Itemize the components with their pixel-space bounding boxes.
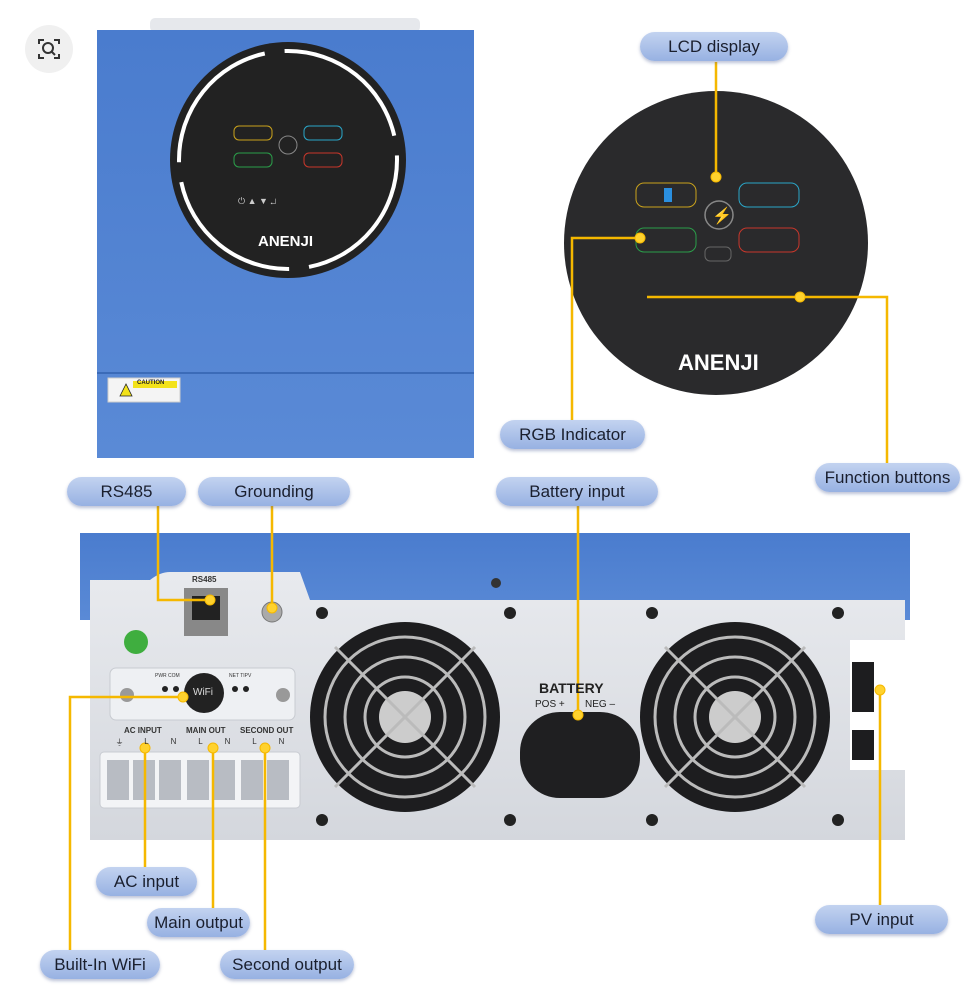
battery-label: BATTERY [539, 680, 604, 696]
front-panel: ⏻ ▲ ▼ ↵ [97, 18, 474, 458]
callout-lines [68, 62, 889, 950]
visual-search-button[interactable] [25, 25, 73, 73]
brand-logo-front: ANENJI [258, 233, 314, 250]
callout-pv-input: PV input [815, 905, 948, 934]
terminal-markings: ⏚ L N L N L N [106, 737, 300, 748]
terminal-second-n: N [278, 737, 285, 746]
ac-input-terminal-label: AC INPUT [124, 726, 162, 735]
sticker [124, 630, 148, 654]
callout-grounding: Grounding [198, 477, 350, 506]
terminal-ac-l: L [144, 737, 149, 746]
callout-rs485: RS485 [67, 477, 186, 506]
caution-text: CAUTION [137, 380, 165, 386]
wifi-module-label: WiFi [193, 687, 213, 698]
terminal-second-l: L [252, 737, 257, 746]
main-out-terminal-label: MAIN OUT [186, 726, 226, 735]
terminal-main-l: L [198, 737, 203, 746]
callout-rgb-indicator: RGB Indicator [500, 420, 645, 449]
callout-second-output: Second output [220, 950, 354, 979]
callout-ac-input: AC input [96, 867, 197, 896]
battery-neg-label: NEG – [585, 699, 616, 710]
terminal-main-n: N [224, 737, 231, 746]
callout-battery-input: Battery input [496, 477, 658, 506]
svg-text:⏻ ▲ ▼ ↵: ⏻ ▲ ▼ ↵ [238, 196, 277, 206]
callout-dots [139, 171, 886, 754]
fan-right [640, 622, 830, 812]
callout-built-in-wifi: Built-In WiFi [40, 950, 160, 979]
visual-search-icon [38, 39, 60, 59]
rs485-port-label: RS485 [192, 575, 217, 584]
fan-left [310, 622, 500, 812]
back-panel [80, 533, 910, 840]
battery-grommet [520, 712, 640, 798]
terminal-ac-n: N [170, 737, 177, 746]
bolt-icon: ⚡ [712, 206, 732, 225]
callout-main-output: Main output [147, 908, 250, 937]
lcd-closeup: ⚡ [564, 91, 868, 395]
brand-logo-lcd: ANENJI [678, 350, 759, 375]
terminal-ground: ⏚ [115, 738, 124, 747]
callout-function-buttons: Function buttons [815, 463, 960, 492]
wifi-led-labels-right: NET TIPV [229, 673, 252, 679]
pv-connector [852, 662, 874, 712]
wifi-led-labels-left: PWR COM [155, 673, 180, 679]
second-out-terminal-label: SECOND OUT [240, 726, 294, 735]
warning-icon [119, 383, 133, 397]
wifi-module [184, 673, 224, 713]
battery-pos-label: POS + [535, 699, 565, 710]
callout-lcd-display: LCD display [640, 32, 788, 61]
